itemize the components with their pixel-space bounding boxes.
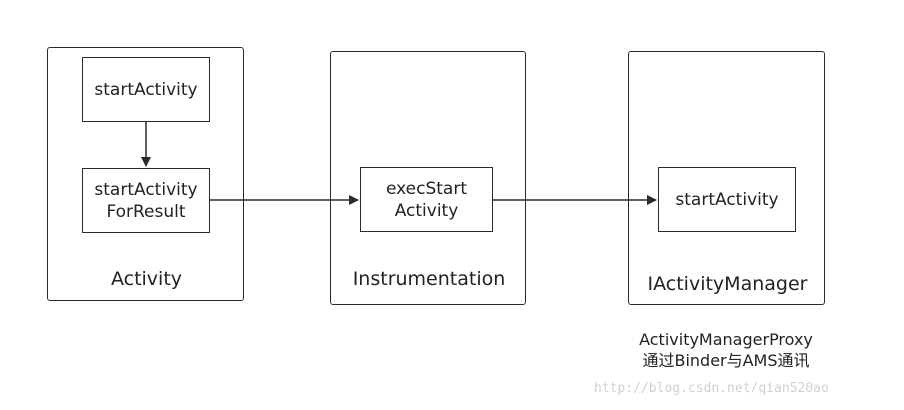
instrumentation-group-label: Instrumentation [352, 268, 506, 290]
execstartactivity-node: execStart Activity [360, 167, 493, 232]
am-startactivity-node: startActivity [658, 167, 796, 232]
iactivitymanager-group-label: IActivityManager [647, 273, 808, 295]
activity-startactivity-node: startActivity [82, 57, 210, 122]
proxy-note-line2: 通过Binder与AMS通讯 [642, 351, 810, 370]
watermark: http://blog.csdn.net/qian520ao [594, 381, 829, 396]
activity-group-label: Activity [110, 268, 183, 290]
startactivityforresult-node: startActivity ForResult [82, 168, 210, 233]
proxy-note: ActivityManagerProxy 通过Binder与AMS通讯 [620, 329, 832, 371]
proxy-note-line1: ActivityManagerProxy [639, 330, 813, 349]
